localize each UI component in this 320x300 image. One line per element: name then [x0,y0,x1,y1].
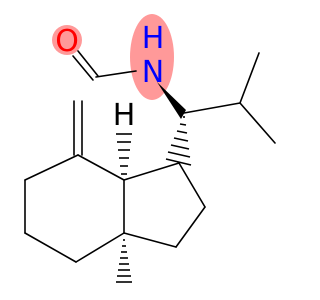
ring5-bond-b [175,206,206,248]
ring6-bond-d [24,232,77,263]
oxygen-highlight [52,25,82,55]
hashed-bond-side-chain [165,116,192,166]
methyl-bond-lower [239,102,276,144]
ring5-bond-a [178,162,206,208]
ring-fusion-hydrogen-label: H [113,98,136,133]
carbonyl-double-bond-b [72,55,94,81]
ring6-bond-a [77,154,125,181]
nitrogen-highlight [130,14,174,100]
hashed-bond-methyl [116,239,132,283]
molecule-structure: O H N H [24,14,276,283]
nitrogen-atom-label: N [142,55,164,90]
ring5-bond-c [123,232,177,248]
ring6-bond-b [24,154,79,181]
formyl-to-nitrogen-bond [95,70,137,78]
oxygen-atom-label: O [55,24,79,59]
ring6-bond-e [75,232,125,263]
nitrogen-hydrogen-label: H [142,21,165,56]
isopropyl-bond [183,102,241,114]
methyl-bond-upper [239,52,260,104]
ring5-bond-d [123,162,180,181]
wedge-bond-n-to-ch [157,82,186,119]
carbonyl-double-bond-a [77,50,99,77]
hashed-bond-ring-fusion-h [116,133,132,175]
